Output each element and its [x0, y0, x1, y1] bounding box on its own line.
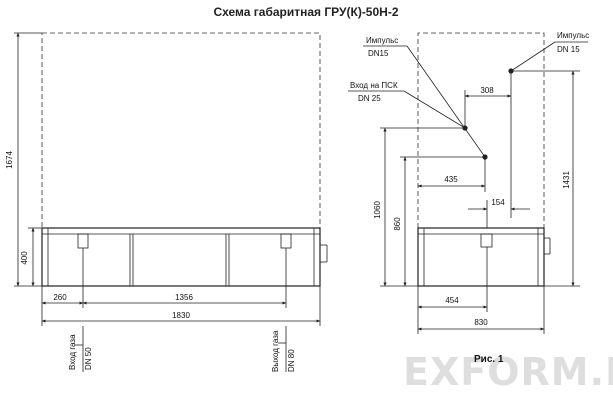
side-envelope	[417, 32, 545, 228]
outlet-pipe	[280, 233, 292, 249]
impulse-left-dn: DN15	[368, 49, 389, 58]
watermark: EXFORM.RU	[403, 350, 613, 394]
dim-left-offset: 260	[53, 293, 67, 302]
inlet-pipe	[77, 233, 89, 249]
impulse-left-label: Импульс	[366, 36, 398, 45]
dim-height-total: 1674	[5, 151, 14, 169]
dim-435: 435	[444, 175, 458, 184]
dim-width: 1830	[172, 311, 190, 320]
dim-1060: 1060	[373, 201, 382, 219]
figure-caption: Рис. 1	[474, 354, 504, 365]
front-envelope	[41, 32, 321, 229]
pgk-label: Вход на ПСК	[350, 81, 398, 90]
front-view: 1674 400 260 1356 1830 Вход газа DN 50 В…	[5, 32, 328, 372]
inlet-dn: DN 50	[84, 347, 93, 370]
impulse-right-label: Импульс	[557, 31, 589, 40]
inlet-label: Вход газа	[68, 334, 77, 370]
dim-height-base: 400	[20, 251, 29, 265]
pgk-dn: DN 25	[358, 94, 381, 103]
impulse-right-dn: DN 15	[557, 45, 580, 54]
outlet-dn: DN 80	[287, 349, 296, 372]
dim-154: 154	[491, 198, 505, 207]
dim-830: 830	[474, 318, 488, 327]
front-frame	[41, 227, 321, 287]
outlet-label: Выход газа	[271, 330, 280, 372]
dim-308: 308	[480, 86, 494, 95]
dim-1431: 1431	[562, 171, 571, 189]
side-frame	[417, 227, 545, 287]
side-pipe	[480, 233, 493, 248]
side-view: Импульс DN15 Вход на ПСК DN 25 Импульс D…	[348, 31, 589, 334]
dim-span: 1356	[175, 293, 193, 302]
drawing-title: Схема габаритная ГРУ(К)-50Н-2	[214, 5, 399, 19]
dim-454: 454	[445, 296, 459, 305]
dim-860: 860	[393, 217, 402, 231]
